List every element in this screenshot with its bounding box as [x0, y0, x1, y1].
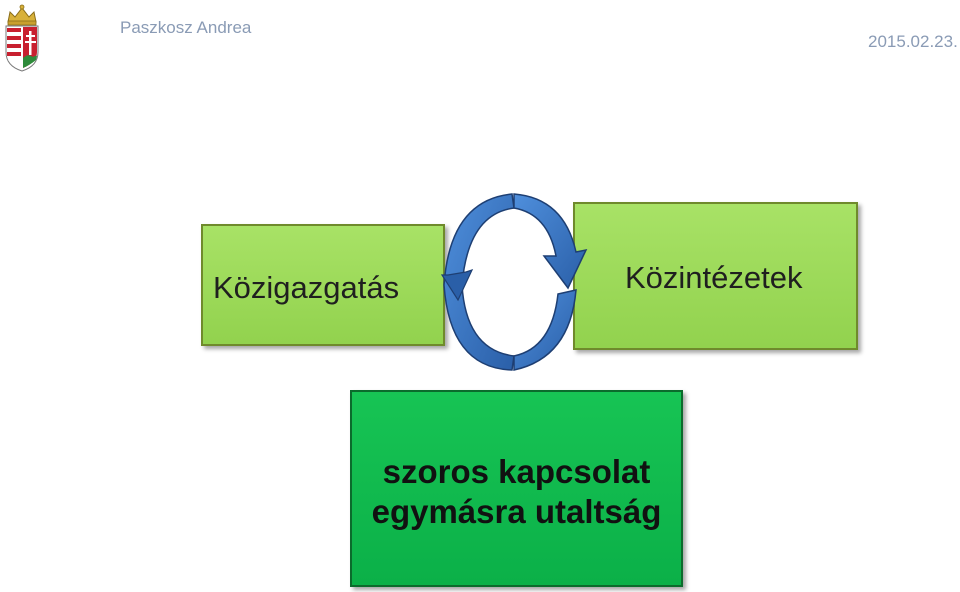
relationship-line-1: szoros kapcsolat	[382, 453, 651, 490]
public-administration-box: Közigazgatás	[201, 224, 445, 346]
circular-arrow-icon	[440, 193, 588, 371]
public-institutions-box: Közintézetek	[573, 202, 858, 350]
hungarian-coat-of-arms-icon	[5, 4, 39, 72]
relationship-box: szoros kapcsolat egymásra utaltság	[350, 390, 683, 587]
presentation-date: 2015.02.23.	[868, 32, 958, 51]
relationship-line-2: egymásra utaltság	[371, 493, 662, 530]
author-name: Paszkosz Andrea	[120, 18, 252, 37]
public-administration-label: Közigazgatás	[213, 270, 400, 305]
public-institutions-label: Közintézetek	[625, 260, 803, 295]
